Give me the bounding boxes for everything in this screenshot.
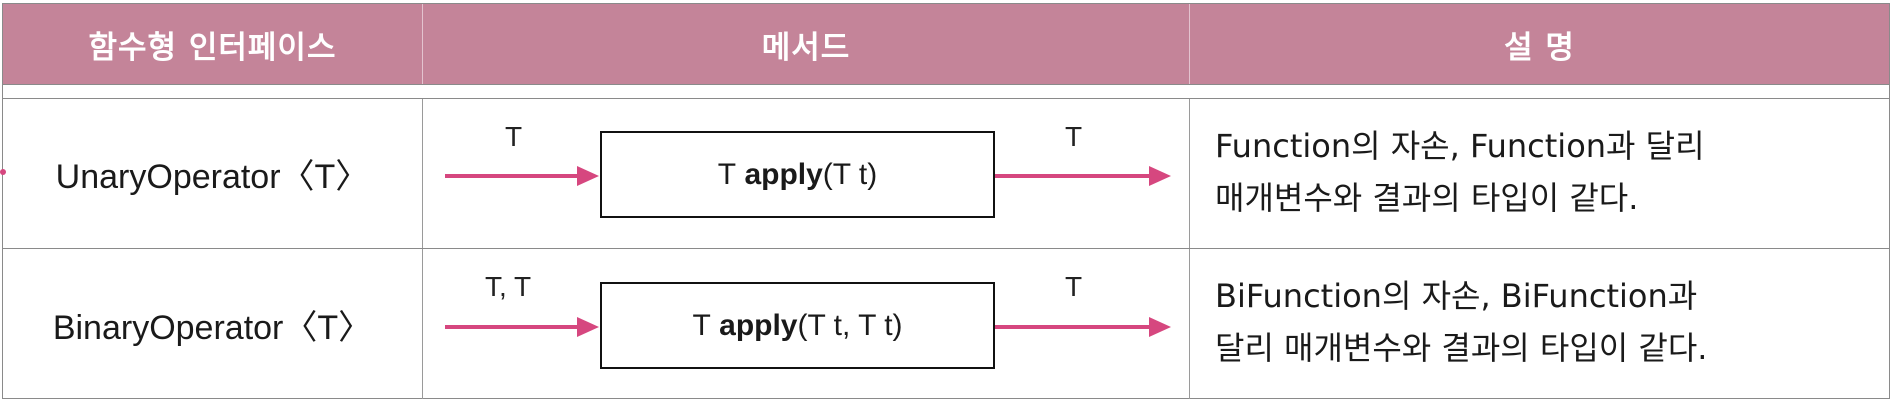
output-arrowhead: [1149, 166, 1171, 186]
method-diagram: T, T T apply(T t, T t) T: [423, 249, 1189, 399]
description-line: BiFunction의 자손, BiFunction과: [1215, 277, 1698, 315]
interface-name: BinaryOperator〈T〉: [52, 308, 373, 347]
method-box: T apply(T t): [600, 131, 995, 218]
header-divider: [422, 4, 423, 84]
output-arrowhead: [1149, 317, 1171, 337]
header-gap: [3, 85, 1889, 99]
method-params: (T t): [822, 157, 878, 191]
output-type-label: T: [1065, 121, 1083, 152]
header-divider: [1189, 4, 1190, 84]
header-method: 메서드: [761, 29, 851, 66]
method-diagram: T T apply(T t) T: [423, 99, 1189, 248]
method-arrows: [445, 317, 1171, 337]
table-row: UnaryOperator〈T〉 T T apply(T t) T Functi…: [0, 99, 1889, 248]
row-divider: [3, 248, 1889, 249]
method-arrows: [445, 166, 1171, 186]
description-line: Function의 자손, Function과 달리: [1215, 127, 1705, 165]
input-arrowhead: [577, 166, 599, 186]
output-type-label: T: [1065, 271, 1083, 302]
header-interface: 함수형 인터페이스: [88, 29, 337, 66]
input-type-label: T, T: [485, 271, 532, 302]
table-header: 함수형 인터페이스 메서드 설 명: [3, 4, 1889, 85]
input-type-label: T: [505, 121, 523, 152]
method-params: (T t, T t): [797, 308, 903, 342]
column-divider: [1189, 99, 1190, 399]
description-line: 달리 매개변수와 결과의 타입이 같다.: [1215, 329, 1708, 367]
method-return-type: T: [692, 308, 711, 342]
description: BiFunction의 자손, BiFunction과 달리 매개변수와 결과의…: [1215, 270, 1875, 374]
method-name: apply: [744, 157, 823, 191]
method-name: apply: [719, 308, 798, 342]
description: Function의 자손, Function과 달리 매개변수와 결과의 타입이…: [1215, 120, 1875, 224]
header-description: 설 명: [1504, 29, 1575, 66]
method-return-type: T: [717, 157, 737, 191]
method-box: T apply(T t, T t): [600, 282, 995, 369]
column-divider: [422, 99, 423, 399]
row-marker: [0, 169, 6, 175]
operator-table: 함수형 인터페이스 메서드 설 명 UnaryOperator〈T〉 T T a…: [0, 3, 1890, 399]
description-line: 매개변수와 결과의 타입이 같다.: [1215, 179, 1639, 217]
interface-name: UnaryOperator〈T〉: [55, 158, 370, 196]
table-row: BinaryOperator〈T〉 T, T T apply(T t, T t)…: [3, 249, 1889, 399]
input-arrowhead: [577, 317, 599, 337]
